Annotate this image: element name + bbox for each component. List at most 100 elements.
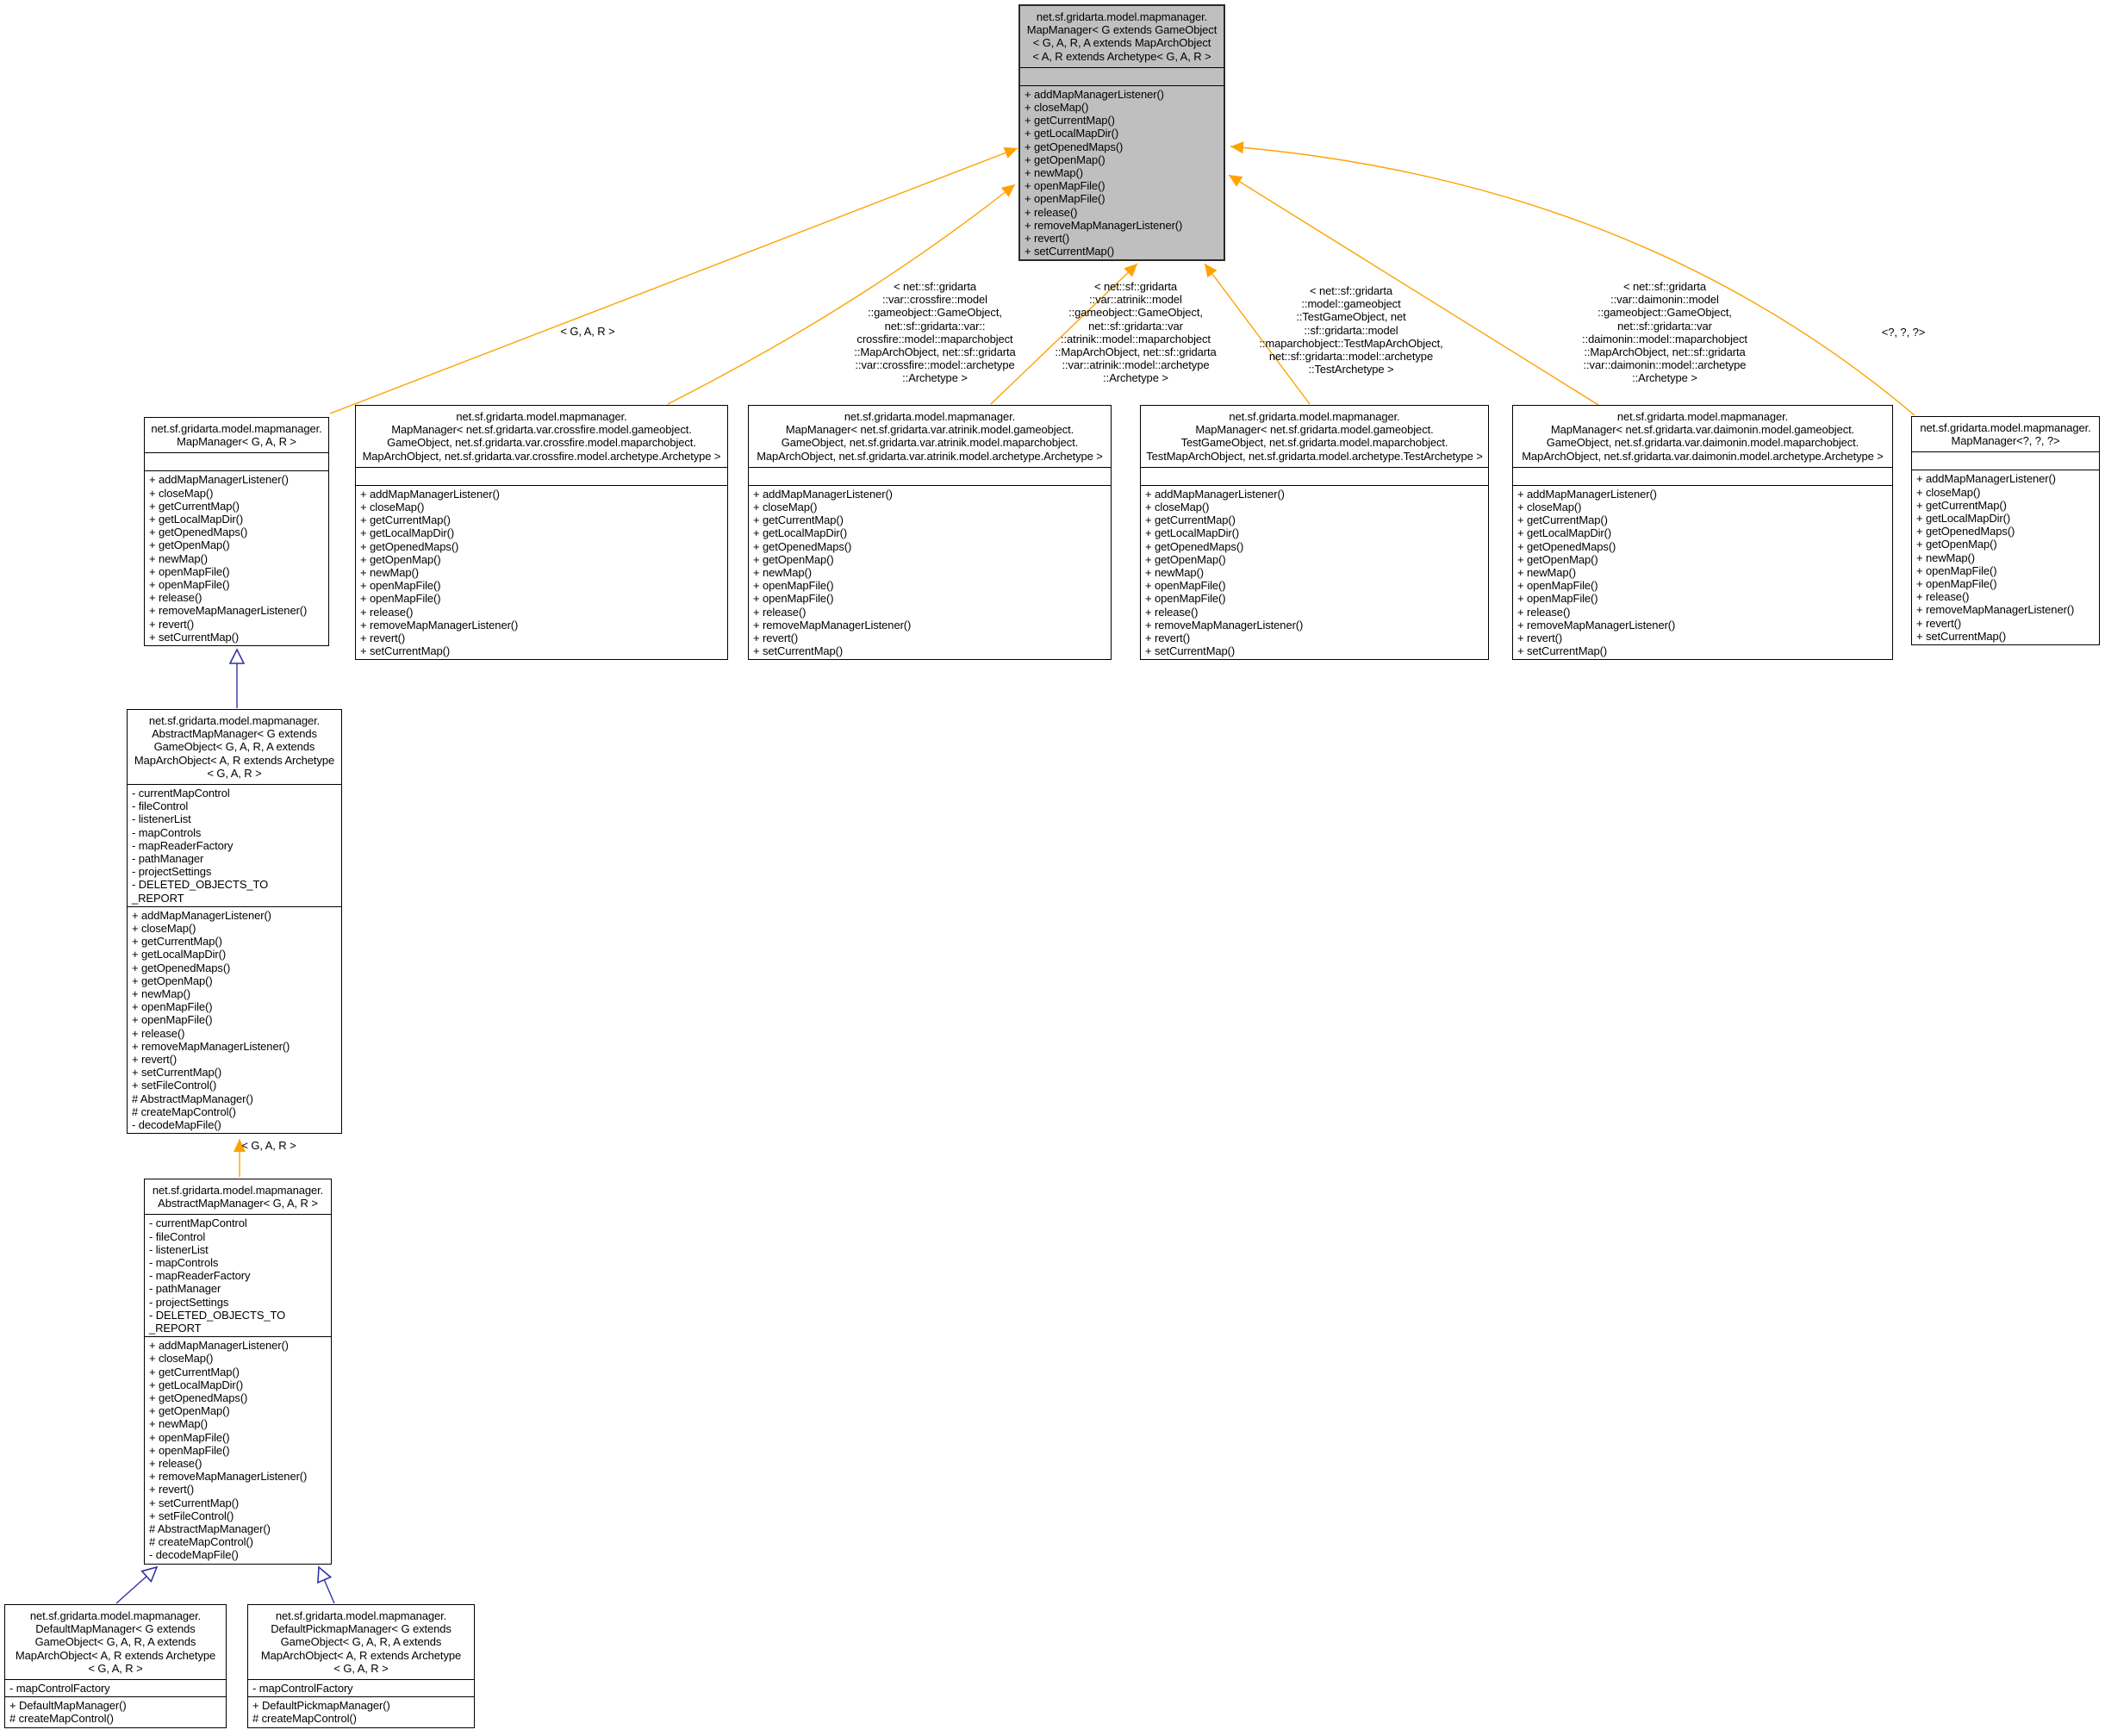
- class-node-mapmanager-test[interactable]: net.sf.gridarta.model.mapmanager.MapMana…: [1140, 405, 1489, 661]
- class-title-line: net.sf.gridarta.model.mapmanager.: [1920, 421, 2091, 434]
- edge-label-line: <?, ?, ?>: [1881, 326, 1926, 339]
- edge-label-line: net::sf::gridarta::var::: [884, 319, 986, 333]
- attribute-line: _REPORT: [149, 1322, 202, 1335]
- class-node-defaultmapmanager[interactable]: net.sf.gridarta.model.mapmanager.Default…: [4, 1604, 227, 1728]
- attribute-line: - fileControl: [149, 1229, 206, 1243]
- class-title-line: < G, A, R >: [88, 1661, 143, 1675]
- method-line: + getOpenedMaps(): [1517, 539, 1616, 553]
- method-line: + release(): [360, 605, 414, 619]
- method-line: + setCurrentMap(): [1024, 245, 1115, 258]
- method-line: + newMap(): [753, 566, 812, 580]
- attribute-line: - DELETED_OBJECTS_TO: [132, 878, 269, 892]
- class-node-mapmanager-template[interactable]: net.sf.gridarta.model.mapmanager.MapMana…: [1018, 4, 1225, 262]
- method-line: + openMapFile(): [132, 1000, 213, 1014]
- method-line: + openMapFile(): [1517, 579, 1598, 593]
- method-line: + addMapManagerListener(): [1517, 487, 1657, 501]
- method-line: + removeMapManagerListener(): [149, 1470, 308, 1484]
- edge-label-line: ::MapArchObject, net::sf::gridarta: [1055, 345, 1217, 359]
- method-line: + openMapFile(): [132, 1013, 213, 1027]
- class-title-line: net.sf.gridarta.model.mapmanager.: [456, 410, 627, 423]
- method-line: + openMapFile(): [1916, 577, 1997, 591]
- edge-label-line: ::Archetype >: [1632, 371, 1697, 385]
- class-title-line: MapManager< net.sf.gridarta.model.gameob…: [1195, 423, 1434, 437]
- inheritance-edge-inh-defaultmap-to-abstract: [115, 1567, 157, 1604]
- edge-label-line: < net::sf::gridarta: [1622, 280, 1706, 293]
- class-title-line: MapManager< G extends GameObject: [1026, 23, 1218, 37]
- method-line: # createMapControl(): [252, 1712, 357, 1726]
- method-line: + addMapManagerListener(): [149, 1339, 289, 1353]
- method-line: + setCurrentMap(): [149, 630, 240, 644]
- class-node-abstractmapmanager-template[interactable]: net.sf.gridarta.model.mapmanager.Abstrac…: [127, 709, 342, 1135]
- method-line: + newMap(): [1024, 166, 1083, 180]
- class-title-line: net.sf.gridarta.model.mapmanager.: [1229, 410, 1400, 423]
- attribute-line: - mapControls: [132, 825, 202, 839]
- method-line: + openMapFile(): [149, 1443, 230, 1457]
- class-attributes-defaultmapmanager: - mapControlFactory: [5, 1679, 226, 1696]
- method-line: + closeMap(): [149, 486, 214, 500]
- method-line: + getLocalMapDir(): [1517, 526, 1612, 540]
- method-line: + removeMapManagerListener(): [132, 1039, 290, 1053]
- attribute-line: - mapControlFactory: [9, 1682, 110, 1696]
- attribute-line: - listenerList: [132, 812, 191, 826]
- method-line: + getLocalMapDir(): [149, 513, 244, 526]
- method-line: + newMap(): [1517, 566, 1576, 580]
- method-line: + getLocalMapDir(): [1145, 526, 1240, 540]
- method-line: - decodeMapFile(): [132, 1118, 221, 1132]
- class-node-mapmanager-atrinik[interactable]: net.sf.gridarta.model.mapmanager.MapMana…: [748, 405, 1112, 661]
- method-line: + closeMap(): [360, 501, 425, 514]
- class-title-line: GameObject, net.sf.gridarta.var.atrinik.…: [781, 436, 1079, 450]
- class-node-mapmanager-daimonin[interactable]: net.sf.gridarta.model.mapmanager.MapMana…: [1512, 405, 1893, 661]
- method-line: + openMapFile(): [753, 592, 834, 606]
- class-attributes-abstractmapmanager-template: - currentMapControl- fileControl- listen…: [128, 784, 341, 906]
- method-line: + getOpenedMaps(): [149, 526, 248, 539]
- edge-label-line: ::TestArchetype >: [1308, 363, 1394, 376]
- edge-label-line: < G, A, R >: [241, 1139, 296, 1152]
- method-line: + getCurrentMap(): [1517, 513, 1608, 527]
- edge-label-g-a-r-top: < G, A, R >: [560, 325, 614, 338]
- method-line: + revert(): [1145, 632, 1191, 645]
- method-line: + getOpenMap(): [149, 1404, 230, 1418]
- class-node-mapmanager-g-a-r[interactable]: net.sf.gridarta.model.mapmanager.MapMana…: [144, 417, 329, 647]
- class-title-line: MapManager< net.sf.gridarta.var.atrinik.…: [785, 423, 1074, 437]
- edge-label-line: ::Archetype >: [1103, 371, 1168, 385]
- method-line: + getCurrentMap(): [132, 935, 222, 949]
- class-methods-abstractmapmanager-template: + addMapManagerListener()+ closeMap()+ g…: [128, 905, 341, 1133]
- edge-label-line: net::sf::gridarta::model::archetype: [1268, 350, 1434, 364]
- attribute-line: - pathManager: [132, 852, 204, 866]
- class-title-line: MapArchObject< A, R extends Archetype: [15, 1648, 216, 1662]
- method-line: + DefaultMapManager(): [9, 1699, 127, 1713]
- method-line: + setCurrentMap(): [149, 1496, 240, 1509]
- class-node-defaultpickmapmanager[interactable]: net.sf.gridarta.model.mapmanager.Default…: [247, 1604, 475, 1728]
- class-title-line: MapManager< net.sf.gridarta.var.crossfir…: [391, 423, 692, 437]
- class-node-mapmanager-wildcard[interactable]: net.sf.gridarta.model.mapmanager.MapMana…: [1911, 416, 2100, 646]
- attribute-line: - mapControlFactory: [252, 1682, 353, 1696]
- class-methods-mapmanager-template: + addMapManagerListener()+ closeMap()+ g…: [1020, 84, 1224, 260]
- method-line: + release(): [149, 1457, 202, 1471]
- method-line: + setCurrentMap(): [1517, 644, 1608, 658]
- class-title-line: MapArchObject< A, R extends Archetype: [134, 753, 335, 767]
- class-title-mapmanager-crossfire: net.sf.gridarta.model.mapmanager.MapMana…: [356, 406, 727, 467]
- attribute-line: - DELETED_OBJECTS_TO: [149, 1308, 286, 1322]
- method-line: + release(): [149, 591, 202, 605]
- edge-label-test: < net::sf::gridarta::model::gameobject::…: [1259, 284, 1442, 376]
- method-line: + addMapManagerListener(): [149, 473, 289, 487]
- method-line: + removeMapManagerListener(): [1916, 603, 2075, 617]
- method-line: + removeMapManagerListener(): [1145, 618, 1304, 632]
- edge-label-line: net::sf::gridarta::var: [1088, 319, 1183, 333]
- class-title-line: net.sf.gridarta.model.mapmanager.: [29, 1609, 202, 1622]
- edge-label-line: ::var::daimonin::model::archetype: [1583, 358, 1747, 372]
- edge-label-line: ::model::gameobject: [1301, 297, 1401, 311]
- method-line: - decodeMapFile(): [149, 1548, 239, 1562]
- method-line: + closeMap(): [1517, 501, 1582, 514]
- class-node-mapmanager-crossfire[interactable]: net.sf.gridarta.model.mapmanager.MapMana…: [355, 405, 728, 661]
- method-line: + getOpenedMaps(): [1916, 525, 2015, 538]
- method-line: + openMapFile(): [753, 579, 834, 593]
- class-methods-mapmanager-test: + addMapManagerListener()+ closeMap()+ g…: [1141, 484, 1488, 660]
- class-title-abstractmapmanager-template: net.sf.gridarta.model.mapmanager.Abstrac…: [128, 710, 341, 784]
- class-node-abstractmapmanager-g-a-r[interactable]: net.sf.gridarta.model.mapmanager.Abstrac…: [144, 1179, 332, 1565]
- class-title-mapmanager-wildcard: net.sf.gridarta.model.mapmanager.MapMana…: [1912, 417, 2099, 451]
- method-line: + revert(): [149, 617, 195, 631]
- method-line: + release(): [1916, 590, 1970, 604]
- method-line: + revert(): [1024, 232, 1070, 246]
